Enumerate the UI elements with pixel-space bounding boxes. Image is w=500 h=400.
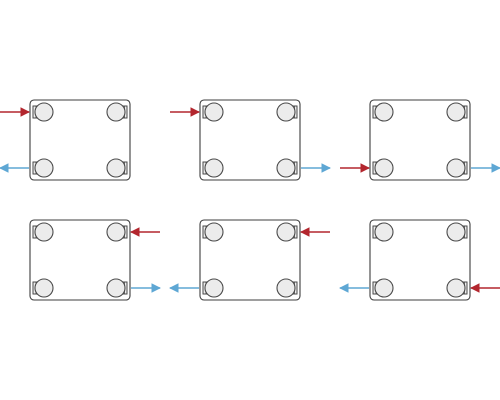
port-disc: [276, 158, 296, 178]
connection-port-icon: [276, 102, 298, 122]
connection-port-icon: [372, 158, 394, 178]
connection-port-icon: [202, 102, 224, 122]
connection-port-icon: [32, 158, 54, 178]
port-disc: [446, 102, 466, 122]
connection-port-icon: [446, 102, 468, 122]
connection-port-icon: [106, 158, 128, 178]
port-disc: [34, 102, 54, 122]
port-disc: [106, 158, 126, 178]
connection-port-icon: [446, 278, 468, 298]
connection-port-icon: [372, 102, 394, 122]
radiator-panel-icon: [29, 219, 131, 301]
port-disc: [34, 278, 54, 298]
connection-port-icon: [446, 222, 468, 242]
radiator-panel-icon: [29, 99, 131, 181]
radiator-scheme-1: [0, 99, 131, 181]
port-disc: [106, 278, 126, 298]
connection-port-icon: [276, 222, 298, 242]
radiator-panel-icon: [369, 99, 471, 181]
connection-port-icon: [202, 278, 224, 298]
port-disc: [446, 222, 466, 242]
port-disc: [374, 222, 394, 242]
connection-port-icon: [106, 278, 128, 298]
connection-port-icon: [276, 158, 298, 178]
connection-port-icon: [372, 278, 394, 298]
port-disc: [374, 278, 394, 298]
port-disc: [446, 278, 466, 298]
radiator-scheme-2: [170, 99, 331, 181]
radiator-scheme-5: [169, 219, 330, 301]
port-disc: [204, 158, 224, 178]
radiator-scheme-4: [29, 219, 161, 301]
radiator-panel-icon: [369, 219, 471, 301]
port-disc: [34, 222, 54, 242]
radiator-panel-icon: [199, 99, 301, 181]
connection-port-icon: [32, 222, 54, 242]
port-disc: [34, 158, 54, 178]
connection-port-icon: [276, 278, 298, 298]
connection-port-icon: [202, 222, 224, 242]
port-disc: [374, 102, 394, 122]
port-disc: [276, 222, 296, 242]
connection-port-icon: [106, 102, 128, 122]
radiator-panel-icon: [199, 219, 301, 301]
port-disc: [276, 278, 296, 298]
port-disc: [276, 102, 296, 122]
connection-port-icon: [446, 158, 468, 178]
port-disc: [446, 158, 466, 178]
port-disc: [106, 222, 126, 242]
connection-port-icon: [32, 102, 54, 122]
port-disc: [204, 222, 224, 242]
port-disc: [204, 102, 224, 122]
radiator-scheme-6: [339, 219, 500, 301]
connection-port-icon: [202, 158, 224, 178]
connection-port-icon: [106, 222, 128, 242]
radiator-scheme-3: [340, 99, 500, 181]
connection-port-icon: [32, 278, 54, 298]
connection-port-icon: [372, 222, 394, 242]
port-disc: [204, 278, 224, 298]
port-disc: [106, 102, 126, 122]
port-disc: [374, 158, 394, 178]
